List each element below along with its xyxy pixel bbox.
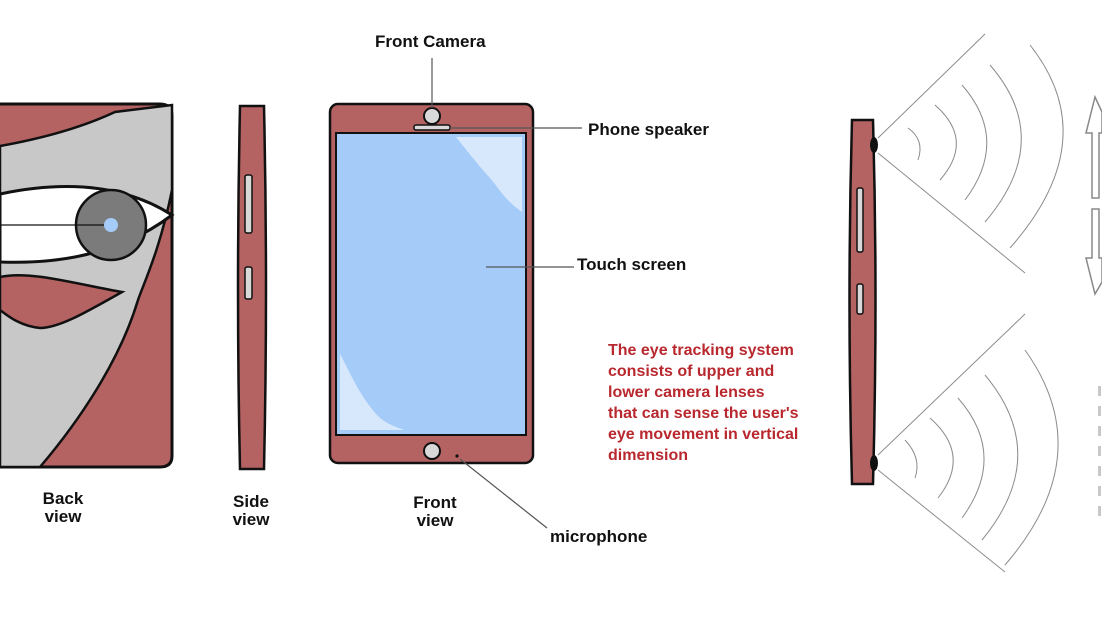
phone-speaker-grille — [413, 124, 451, 131]
note-line-3: lower camera lenses — [608, 384, 765, 401]
side-power-button — [244, 266, 253, 300]
up-arrow-icon — [1085, 94, 1102, 199]
note-line-1: The eye tracking system — [608, 342, 794, 359]
front-view-label-line-2: view — [416, 511, 454, 530]
side-view-label-line-1: Side — [233, 492, 269, 511]
front-view-label: Front view — [402, 494, 468, 530]
screen-glare-top — [456, 137, 522, 212]
back-view-label-line-2: view — [44, 507, 82, 526]
up-down-arrow-icon — [1085, 94, 1102, 296]
upper-wave-3 — [961, 84, 988, 201]
upper-wave-4 — [984, 64, 1022, 223]
note-line-4: that can sense the user's — [608, 405, 799, 422]
touch-screen-label: Touch screen — [577, 255, 687, 274]
tracking-side-volume — [856, 187, 864, 253]
side-view-label-line-2: view — [232, 510, 270, 529]
upper-wave-2 — [934, 104, 957, 181]
upper-sensor-rays — [877, 33, 1064, 274]
microphone-label: microphone — [550, 527, 648, 546]
back-view-phone — [0, 102, 175, 469]
phone-speaker-label: Phone speaker — [588, 120, 709, 139]
upper-ray-bottom — [877, 152, 1026, 274]
front-view-phone — [328, 102, 535, 465]
upper-wave-1 — [907, 127, 921, 161]
note-line-5: eye movement in vertical — [608, 426, 799, 443]
back-view-label: Back view — [30, 490, 96, 526]
note-line-2: consists of upper and — [608, 363, 775, 380]
bottom-camera-lens — [423, 442, 441, 460]
lower-wave-4 — [981, 374, 1019, 541]
side-volume-button — [244, 174, 253, 234]
back-view-cheek-shape — [0, 273, 126, 330]
lower-ray-top — [877, 313, 1026, 456]
screen-glare-bottom — [340, 354, 404, 430]
microphone-hole — [455, 454, 459, 458]
upper-wave-5 — [1009, 44, 1064, 249]
lower-ray-bottom — [877, 469, 1006, 573]
front-camera-lens — [423, 107, 441, 125]
upper-camera-lens — [870, 137, 878, 153]
cropped-edge-text — [1094, 382, 1102, 552]
upper-ray-top — [877, 33, 986, 139]
tracking-side-power — [856, 283, 864, 315]
side-view-label: Side view — [220, 493, 282, 529]
lower-camera-lens — [870, 455, 878, 471]
lower-sensor-rays — [877, 313, 1059, 573]
lower-wave-3 — [957, 397, 985, 519]
eye-tracking-description: The eye tracking system consists of uppe… — [608, 340, 848, 466]
side-view-phone — [236, 104, 268, 471]
microphone-leader — [459, 458, 548, 529]
front-view-label-line-1: Front — [413, 493, 457, 512]
front-camera-label: Front Camera — [375, 32, 486, 51]
tracking-side-phone — [848, 118, 878, 486]
down-arrow-icon — [1085, 208, 1102, 296]
lower-wave-1 — [904, 439, 918, 479]
lower-wave-2 — [929, 417, 954, 499]
lower-wave-5 — [1004, 349, 1059, 566]
eye-pupil — [104, 218, 118, 232]
note-line-6: dimension — [608, 447, 689, 464]
back-view-label-line-1: Back — [42, 489, 84, 508]
